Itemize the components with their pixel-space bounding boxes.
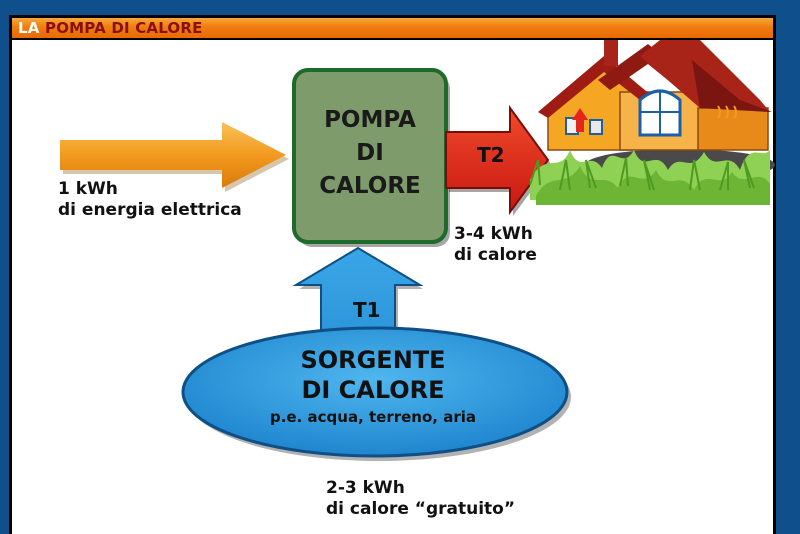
input-energy-label: 1 kWh di energia elettrica	[58, 179, 242, 221]
heat-source-label: SORGENTE DI CALORE	[188, 345, 558, 405]
output-heat-amount: 3-4 kWh	[454, 224, 533, 244]
header-title-text: POMPA DI CALORE	[45, 19, 203, 37]
heat-pump-line3: CALORE	[319, 173, 421, 199]
heat-pump-line2: DI	[356, 140, 384, 166]
input-arrow	[60, 122, 289, 192]
heat-pump-box	[292, 68, 450, 247]
heat-source-line2: DI CALORE	[301, 376, 445, 404]
output-arrow	[445, 104, 551, 216]
input-energy-type: di energia elettrica	[58, 200, 242, 220]
heat-pump-line1: POMPA	[324, 107, 416, 133]
heat-source-examples: p.e. acqua, terreno, aria	[269, 408, 476, 426]
header-title: LA POMPA DI CALORE	[18, 19, 203, 37]
output-heat-label: 3-4 kWh di calore	[454, 224, 537, 266]
free-heat-label: 2-3 kWh di calore “gratuito”	[326, 478, 515, 520]
grass-illustration	[529, 150, 770, 205]
header-bar: LA POMPA DI CALORE	[12, 18, 773, 38]
heat-pump-label: POMPA DI CALORE	[296, 104, 444, 203]
output-heat-type: di calore	[454, 245, 537, 265]
input-energy-amount: 1 kWh	[58, 179, 118, 199]
output-temp-label: T2	[477, 143, 505, 167]
free-heat-amount: 2-3 kWh	[326, 478, 405, 498]
heat-source-line1: SORGENTE	[300, 346, 446, 374]
heat-source-ellipse	[181, 326, 571, 461]
header-prefix: LA	[18, 19, 40, 37]
source-temp-label: T1	[353, 298, 381, 322]
free-heat-type: di calore “gratuito”	[326, 499, 516, 519]
